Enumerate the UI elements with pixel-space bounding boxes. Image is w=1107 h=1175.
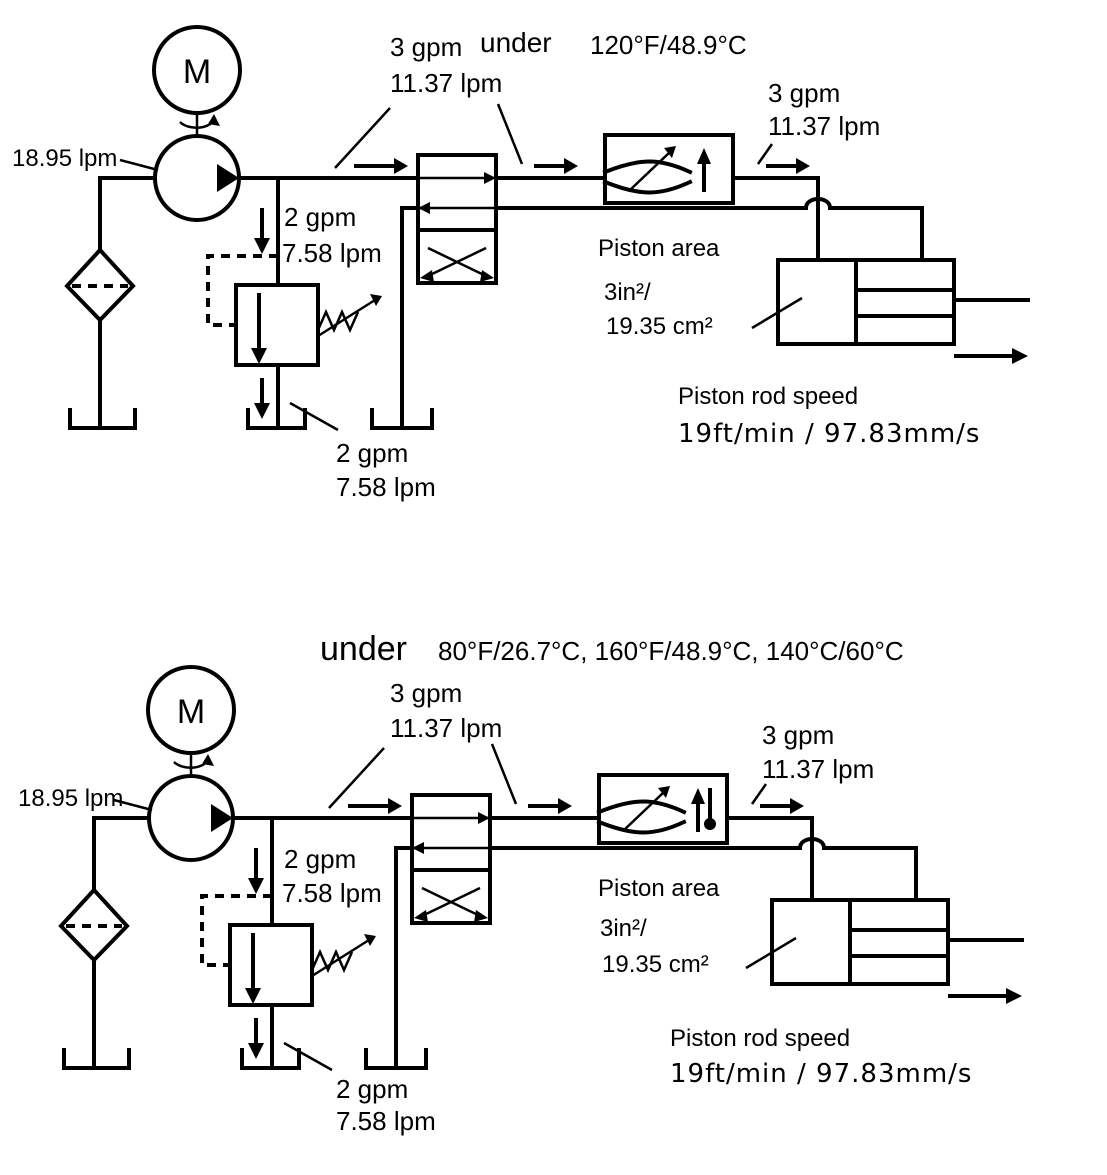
piston-area-label: Piston area	[598, 875, 720, 902]
feed-flow-lpm: 11.37 lpm	[390, 713, 502, 743]
rod-speed-label: Piston rod speed	[670, 1025, 850, 1052]
piston-area-cm: 19.35 cm²	[606, 313, 713, 340]
piston-area-label: Piston area	[598, 235, 720, 262]
rod-speed-label: Piston rod speed	[678, 383, 858, 410]
feed-flow-gpm: 3 gpm	[390, 32, 462, 62]
relief-flow-lpm: 7.58 lpm	[282, 238, 382, 268]
condition-word: under	[480, 27, 552, 58]
drain-flow-gpm: 2 gpm	[336, 438, 408, 468]
piston-area-cm: 19.35 cm²	[602, 951, 709, 978]
feed-flow-gpm: 3 gpm	[390, 678, 462, 708]
relief-flow-gpm: 2 gpm	[284, 844, 356, 874]
condition-word: under	[320, 630, 407, 668]
outlet-flow-lpm: 11.37 lpm	[768, 111, 880, 141]
outlet-flow-lpm: 11.37 lpm	[762, 754, 874, 784]
piston-area-in: 3in²/	[600, 915, 647, 942]
rod-speed-value: 19ft/min / 97.83mm/s	[678, 419, 980, 449]
outlet-flow-gpm: 3 gpm	[762, 720, 834, 750]
piston-area-in: 3in²/	[604, 279, 651, 306]
relief-flow-gpm: 2 gpm	[284, 202, 356, 232]
condition-temps: 80°F/26.7°C, 160°F/48.9°C, 140°C/60°C	[438, 636, 904, 666]
pump-flow-lpm: 18.95 lpm	[12, 145, 117, 172]
thermo-bulb	[704, 818, 716, 830]
drain-flow-lpm: 7.58 lpm	[336, 1106, 436, 1136]
relief-flow-lpm: 7.58 lpm	[282, 878, 382, 908]
panel-bottom: under 80°F/26.7°C, 160°F/48.9°C, 140°C/6…	[18, 630, 1024, 1136]
panel-top: under 120°F/48.9°C 18.95 lpm 3 gpm 11.37…	[12, 25, 1030, 502]
drain-flow-lpm: 7.58 lpm	[336, 472, 436, 502]
pump-flow-lpm: 18.95 lpm	[18, 785, 123, 812]
rod-speed-value: 19ft/min / 97.83mm/s	[670, 1059, 972, 1089]
feed-flow-lpm: 11.37 lpm	[390, 68, 502, 98]
condition-temps: 120°F/48.9°C	[590, 30, 747, 60]
outlet-flow-gpm: 3 gpm	[768, 78, 840, 108]
drain-flow-gpm: 2 gpm	[336, 1074, 408, 1104]
